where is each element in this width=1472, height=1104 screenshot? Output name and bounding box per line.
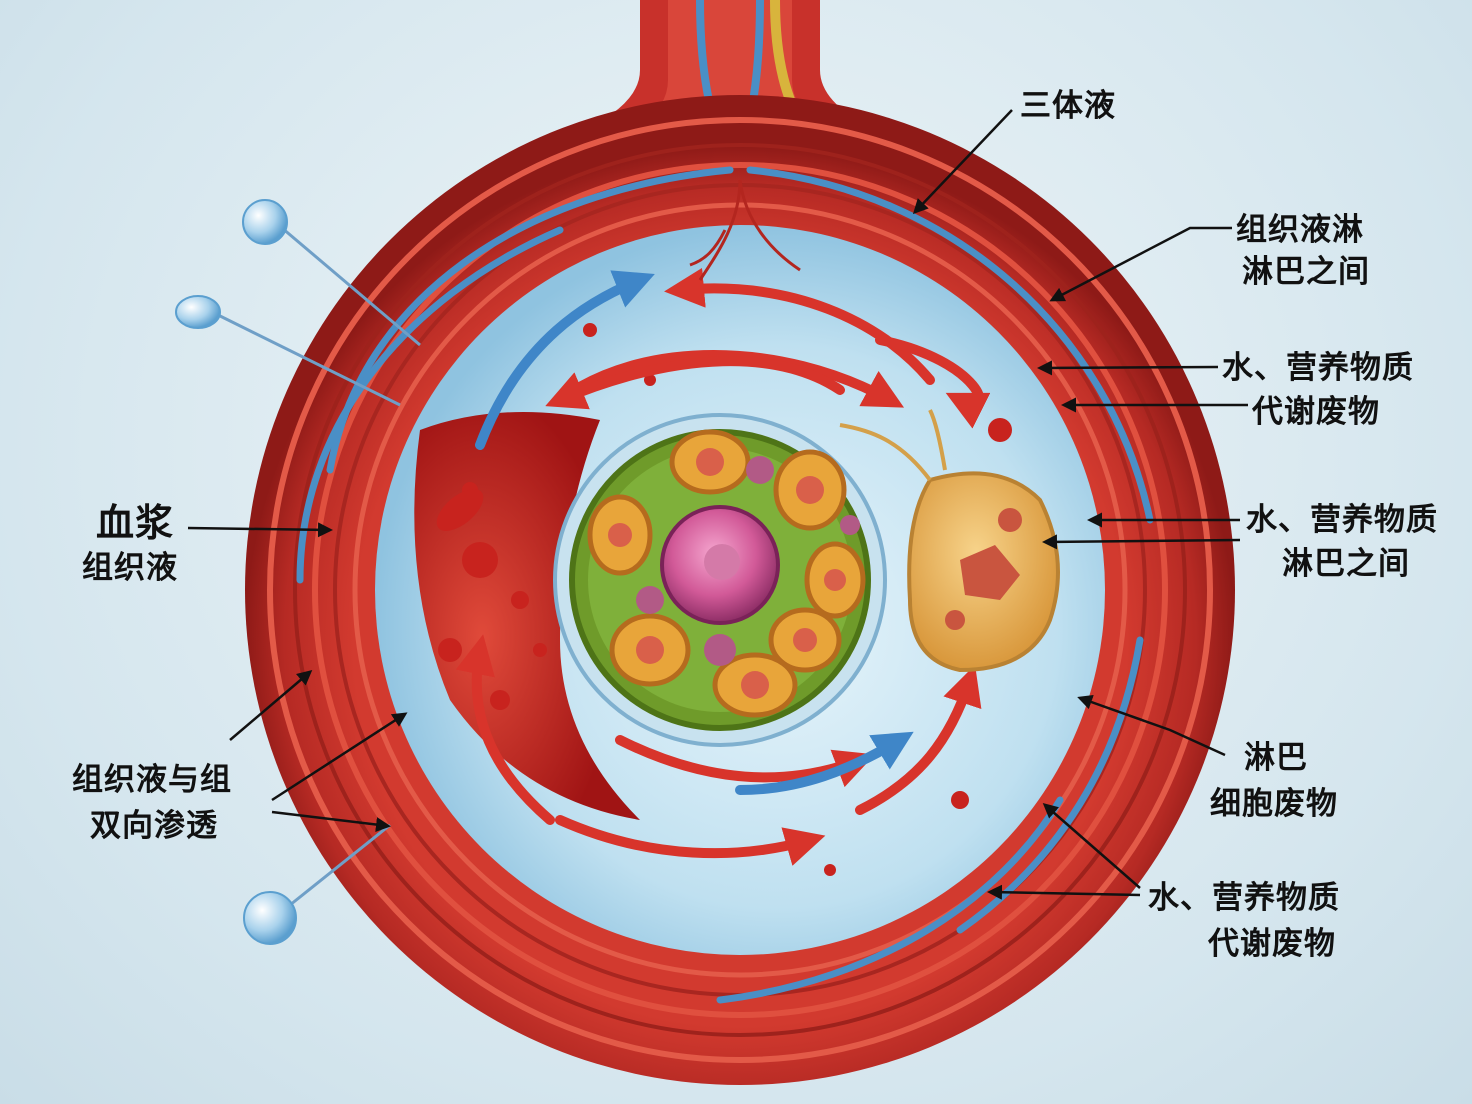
leader-lines — [187, 109, 1248, 900]
flow-arrows — [455, 267, 991, 866]
cell-cluster — [553, 413, 887, 747]
label-bidirectional-1: 组织液与组 — [72, 762, 232, 798]
lymph-cell — [839, 409, 1060, 673]
label-cell-waste: 细胞废物 — [1210, 786, 1338, 822]
label-lymph-between: 淋巴之间 — [1282, 546, 1410, 582]
capillary-branches — [689, 179, 801, 281]
label-water-nutrients-2: 水、营养物质 — [1246, 502, 1438, 538]
label-metabolic-waste-1: 代谢废物 — [1252, 394, 1380, 430]
bubbles — [175, 199, 421, 945]
label-three-fluids: 三体液 — [1020, 88, 1116, 124]
label-bidirectional-2: 双向渗透 — [90, 808, 218, 844]
label-plasma: 血浆 — [96, 501, 175, 545]
label-metabolic-waste-2: 代谢废物 — [1208, 926, 1336, 962]
label-lymph-short: 淋巴 — [1244, 740, 1308, 776]
label-water-nutrients-1: 水、营养物质 — [1222, 350, 1414, 386]
blood-cells — [436, 323, 1012, 876]
label-tissue-fluid-lymph-1: 组织液淋 — [1236, 212, 1364, 248]
lymph-vessels — [296, 166, 1154, 1004]
label-water-nutrients-3: 水、营养物质 — [1148, 880, 1340, 916]
label-tissue-fluid-lymph-2: 淋巴之间 — [1242, 254, 1370, 290]
label-tissue-fluid: 组织液 — [82, 550, 178, 586]
